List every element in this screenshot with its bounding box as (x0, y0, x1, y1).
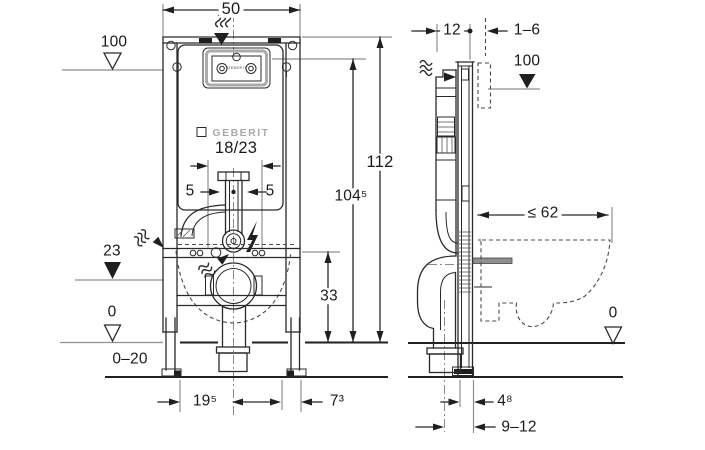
dim-label-offset-left: 5 (185, 182, 195, 200)
level-label-100-side: 100 (513, 52, 541, 70)
rail-profile (452, 61, 475, 376)
level-marker-100-side (519, 74, 536, 89)
level-marker-100-front (102, 52, 123, 71)
floor-range-label: 0–20 (112, 350, 148, 368)
dim-label-width: 50 (218, 1, 244, 18)
level-label-100-front: 100 (100, 33, 128, 51)
level-marker-0-side (603, 326, 623, 345)
water-supply-icon-left (131, 227, 164, 248)
geberit-logo-square (196, 127, 207, 137)
dim-label-leg: 19⁵ (192, 392, 218, 410)
water-supply-icon-inner (196, 254, 229, 281)
drain-elbow-side (416, 255, 464, 374)
water-supply-icon-side (419, 59, 456, 82)
wc-bowl-outline-side (478, 239, 611, 328)
dim-label-depth: 12 (440, 22, 464, 38)
level-marker-0-front (103, 324, 122, 343)
dim-label-outlet-height: 33 (317, 288, 341, 304)
wall-finish-zone (477, 62, 492, 109)
dim-label-corner: 7³ (329, 392, 345, 410)
cistern-front (177, 44, 284, 211)
front-view (60, 4, 392, 418)
dim-label-wall-range: 1–6 (513, 21, 541, 39)
water-supply-icon-top (214, 14, 232, 45)
wc-bowl-outline-front (175, 250, 292, 324)
level-label-0-front: 0 (107, 303, 117, 321)
side-view (408, 18, 625, 433)
wc-connector-hatch (459, 231, 471, 293)
dimension-pipe-offsets (190, 162, 281, 196)
dim-label-actuator-height: 104⁵ (331, 188, 371, 204)
dim-label-offset-right: 5 (265, 182, 275, 200)
flush-plate-brand: GEBERIT (227, 65, 247, 70)
dim-label-total-height: 112 (363, 154, 397, 171)
model-label: 18/23 (214, 138, 258, 157)
flush-pipe-assembly (174, 171, 250, 253)
dim-label-outlet-2: 9–12 (501, 418, 537, 436)
waste-outlet-flange (205, 262, 263, 310)
fixing-bolt-bar (472, 257, 513, 264)
dimension-outlet-offsets (415, 398, 496, 431)
cistern-brand-print: GEBERIT (212, 126, 270, 139)
dimension-foot-offsets (157, 398, 323, 406)
dim-label-outlet-1: 4⁸ (497, 392, 513, 410)
level-label-23: 23 (103, 242, 121, 260)
level-marker-23-front (104, 262, 121, 279)
fixing-rail (162, 243, 301, 259)
cistern-side (435, 69, 459, 257)
level-label-0-side: 0 (608, 304, 618, 322)
flush-actuator-panel (202, 47, 271, 89)
power-connection-icon (246, 221, 258, 252)
mounting-frame (161, 36, 307, 377)
dim-label-reach: ≤ 62 (524, 205, 562, 221)
drain-connection-front (176, 294, 287, 373)
